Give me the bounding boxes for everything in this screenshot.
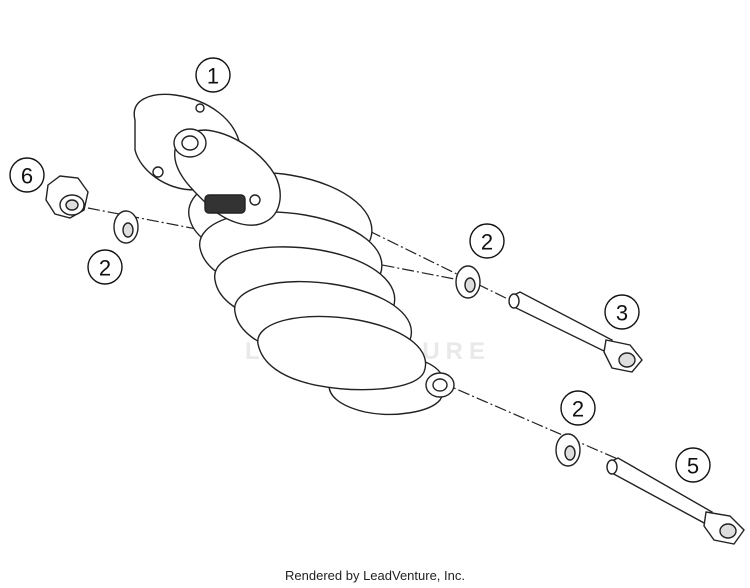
callout-5-label: 5 bbox=[687, 454, 699, 479]
callout-2-upper-label: 2 bbox=[481, 230, 493, 255]
callout-2-lower: 2 bbox=[560, 390, 596, 426]
callout-1-label: 1 bbox=[207, 64, 219, 89]
shock-absorber bbox=[133, 93, 455, 416]
callout-2-upper: 2 bbox=[469, 223, 505, 259]
bolt-lower bbox=[606, 457, 745, 545]
washer-left bbox=[113, 210, 139, 244]
hex-nut bbox=[45, 175, 89, 219]
rendered-by-footer: Rendered by LeadVenture, Inc. bbox=[285, 568, 465, 583]
callout-6: 6 bbox=[9, 157, 45, 193]
callout-2-left: 2 bbox=[87, 249, 123, 285]
callout-5: 5 bbox=[675, 447, 711, 483]
washer-lower-right bbox=[555, 433, 581, 467]
washer-upper-right bbox=[455, 265, 481, 299]
callout-3-label: 3 bbox=[616, 301, 628, 326]
callout-2-lower-label: 2 bbox=[572, 397, 584, 422]
callout-1: 1 bbox=[195, 57, 231, 93]
callout-2-left-label: 2 bbox=[99, 256, 111, 281]
callout-6-label: 6 bbox=[21, 164, 33, 189]
bolt-upper bbox=[508, 291, 643, 373]
callout-3: 3 bbox=[604, 294, 640, 330]
